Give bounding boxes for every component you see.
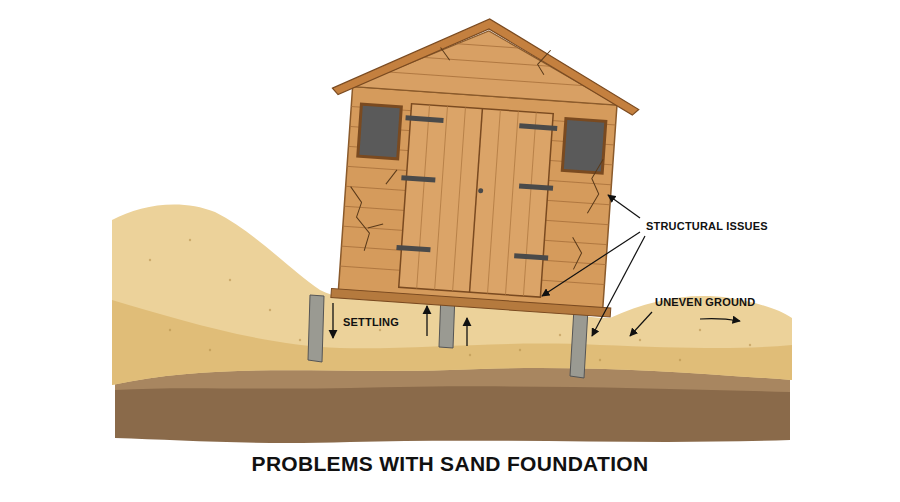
diagram-title: PROBLEMS WITH SAND FOUNDATION bbox=[252, 452, 649, 476]
callout-label: SETTLING bbox=[343, 316, 399, 328]
settling-arrow bbox=[333, 303, 467, 346]
callout-label: STRUCTURAL ISSUES bbox=[646, 220, 768, 232]
crack bbox=[346, 37, 611, 271]
leader-line bbox=[542, 195, 740, 336]
callout-label: UNEVEN GROUND bbox=[655, 296, 755, 308]
soil-layer bbox=[115, 367, 790, 443]
shed bbox=[318, 8, 644, 318]
